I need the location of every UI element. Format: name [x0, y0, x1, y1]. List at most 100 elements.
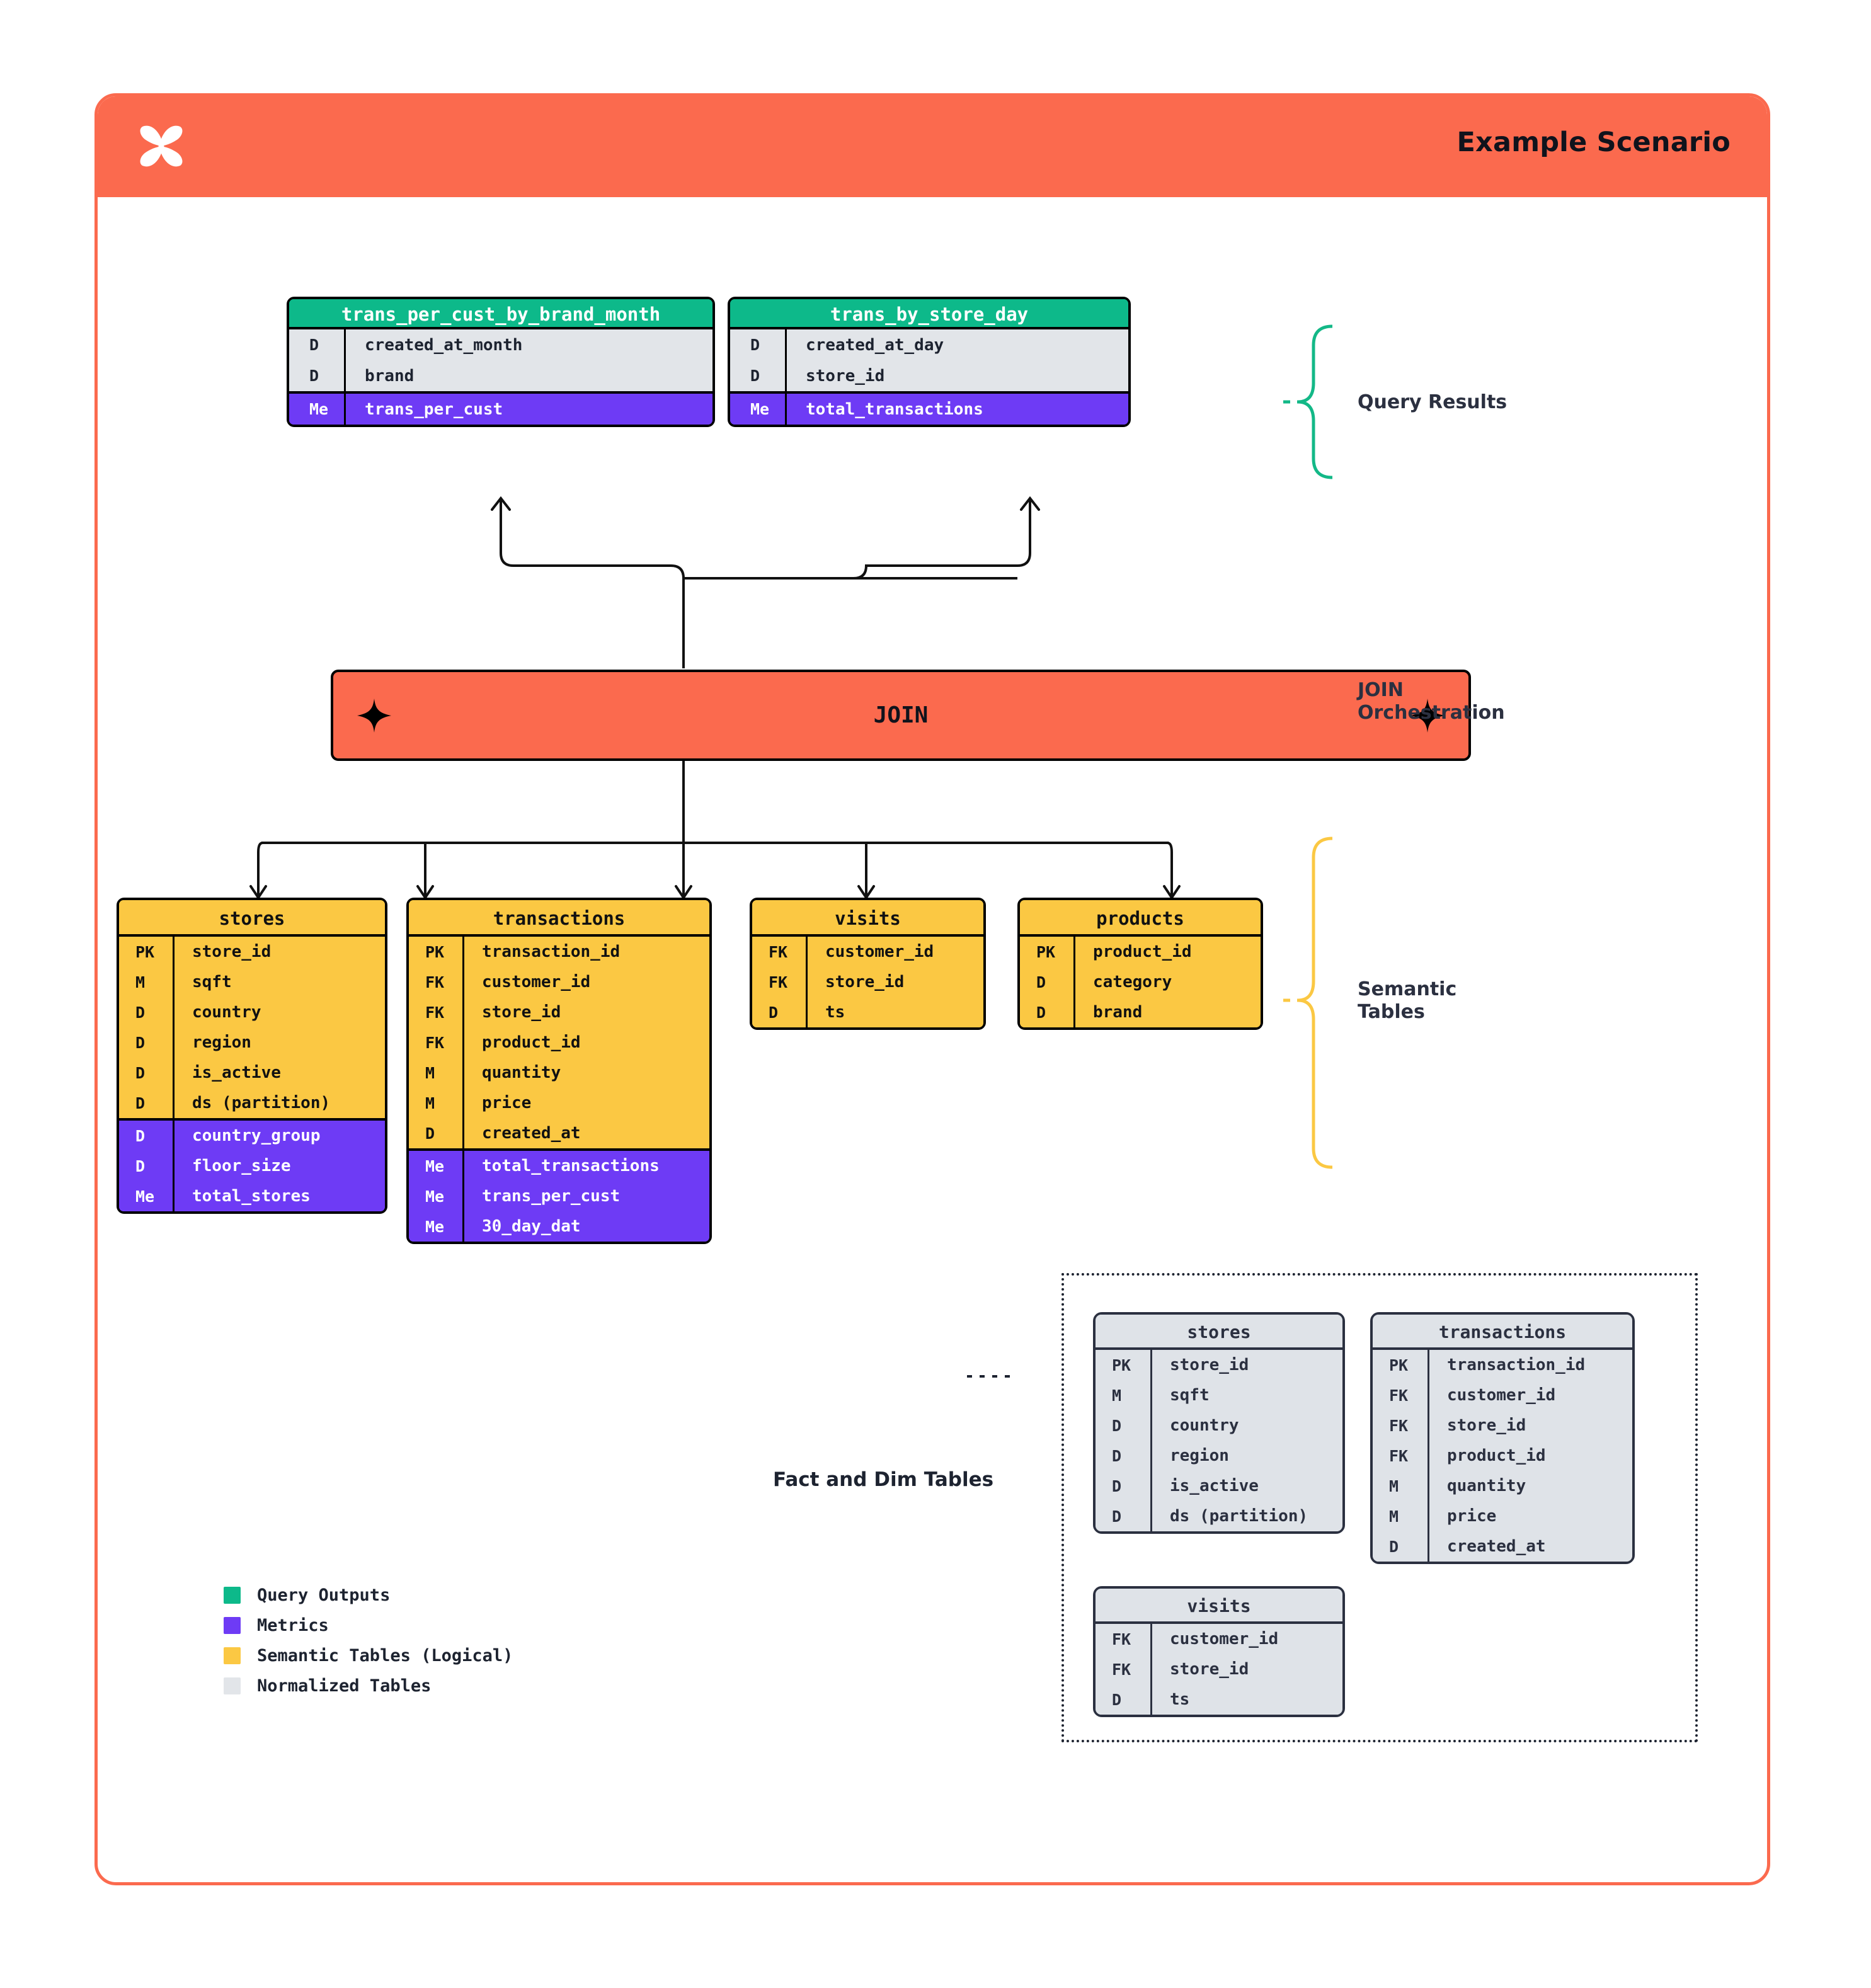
table-row: Me trans_per_cust	[289, 394, 712, 425]
bracket-label-query-results: Query Results	[1358, 391, 1508, 413]
row-field: customer_id	[482, 973, 591, 991]
bracket-label-join-orchestration: JOIN Orchestration	[1358, 679, 1505, 724]
example-scenario-card: Example Scenario	[94, 93, 1770, 1885]
row-kind: D	[119, 1151, 175, 1181]
table-row: D created_at_month	[289, 329, 712, 360]
row-field: brand	[1093, 1003, 1143, 1022]
row-field: floor_size	[192, 1157, 291, 1175]
row-kind: M	[119, 967, 175, 997]
row-field: store_id	[1170, 1660, 1249, 1679]
row-field: created_at	[482, 1124, 581, 1143]
join-bracket-line2: Orchestration	[1358, 702, 1505, 724]
row-field: brand	[365, 366, 415, 386]
row-field: country	[192, 1003, 261, 1022]
table-header: transactions	[409, 900, 709, 937]
join-bracket-line1: JOIN	[1358, 679, 1404, 701]
fact-and-dim-label: Fact and Dim Tables	[773, 1468, 994, 1491]
legend-label: Metrics	[257, 1615, 329, 1635]
row-field: total_stores	[192, 1187, 311, 1206]
row-field: store_id	[192, 942, 272, 961]
table-header: visits	[752, 900, 983, 937]
row-field: store_id	[1170, 1356, 1249, 1374]
row-field: transaction_id	[482, 942, 621, 961]
row-kind: D	[1373, 1531, 1429, 1562]
row-field: total_transactions	[482, 1157, 660, 1175]
row-kind: D	[752, 997, 808, 1027]
table-row: D store_id	[730, 360, 1128, 391]
row-kind: PK	[1373, 1350, 1429, 1380]
table-header: stores	[1096, 1315, 1342, 1350]
legend-swatch-semantic-tables	[224, 1647, 241, 1664]
row-field: product_id	[1447, 1446, 1546, 1465]
row-kind: PK	[1096, 1350, 1152, 1380]
row-field: country	[1170, 1416, 1239, 1435]
row-kind: M	[1373, 1471, 1429, 1501]
table-row: Me total_transactions	[730, 394, 1128, 425]
row-kind: D	[1096, 1410, 1152, 1441]
row-kind: Me	[119, 1181, 175, 1211]
row-kind: FK	[1373, 1441, 1429, 1471]
row-field: transaction_id	[1447, 1356, 1586, 1374]
row-kind: D	[1096, 1501, 1152, 1531]
row-field: trans_per_cust	[365, 399, 503, 419]
row-kind: FK	[1373, 1380, 1429, 1410]
row-kind: Me	[730, 394, 787, 425]
legend-label: Semantic Tables (Logical)	[257, 1645, 513, 1665]
row-kind: FK	[1096, 1624, 1152, 1654]
query-result-table-trans-by-store-day[interactable]: trans_by_store_day D created_at_day D st…	[728, 297, 1131, 427]
legend-label: Query Outputs	[257, 1585, 391, 1605]
row-field: total_transactions	[806, 399, 983, 419]
row-field: store_id	[482, 1003, 561, 1022]
row-field: store_id	[1447, 1416, 1526, 1435]
table-row: FK store_id	[1096, 1654, 1342, 1684]
dimension-group: D created_at_month D brand	[289, 329, 712, 391]
row-kind: PK	[1020, 937, 1075, 967]
query-result-table-trans-per-cust-by-brand-month[interactable]: trans_per_cust_by_brand_month D created_…	[287, 297, 715, 427]
row-kind: FK	[1096, 1654, 1152, 1684]
table-row: Me total_stores	[119, 1181, 385, 1211]
table-row: FK customer_id	[1096, 1624, 1342, 1654]
row-field: customer_id	[1170, 1630, 1279, 1648]
row-kind: D	[119, 1058, 175, 1088]
legend-item-metrics: Metrics	[224, 1610, 513, 1640]
metric-group: Me total_transactions	[730, 391, 1128, 425]
legend-swatch-metrics	[224, 1616, 241, 1634]
row-kind: Me	[409, 1211, 464, 1242]
join-orchestration-bar[interactable]: JOIN	[331, 670, 1471, 761]
row-field: quantity	[1447, 1477, 1526, 1495]
legend-swatch-normalized-tables	[224, 1677, 241, 1694]
row-kind: FK	[752, 937, 808, 967]
